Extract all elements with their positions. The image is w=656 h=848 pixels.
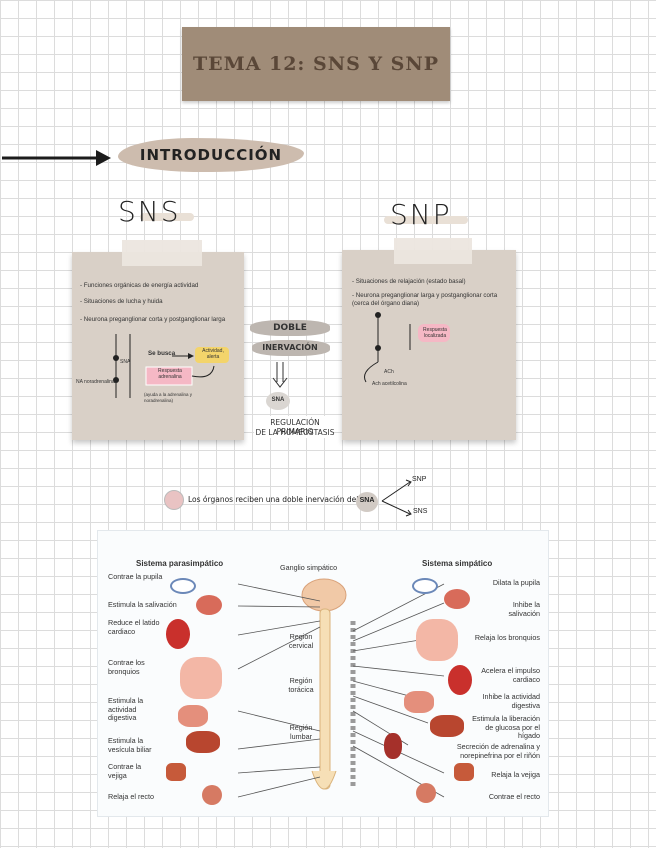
regulacion-box: [254, 416, 334, 438]
sns-card: - Funciones orgánicas de energía activid…: [72, 240, 244, 440]
snp-note-2: - Neurona preganglionar larga y postgang…: [352, 292, 498, 307]
bladder-icon: [166, 763, 186, 781]
right-label-bronquios: Relaja los bronquios: [474, 633, 540, 642]
right-label-glucosa: Estimula la liberación de glucosa por el…: [472, 714, 540, 740]
left-label-pupila: Contrae la pupila: [108, 572, 163, 581]
rectum-icon: [202, 785, 222, 805]
liver-icon: [186, 731, 220, 753]
kidney-icon: [384, 733, 402, 759]
eye-icon-right: [412, 578, 438, 594]
sns-target: Actividad, alerta: [202, 348, 224, 360]
region-lumbar: Región lumbar: [289, 723, 313, 741]
double-arrow-down-icon: [272, 362, 288, 388]
organs-sns: SNS: [413, 508, 428, 515]
figure-left-title: Sistema parasimpático: [136, 559, 224, 568]
right-label-recto: Contrae el recto: [488, 792, 540, 801]
sns-response: Respuesta adrenalina: [158, 368, 182, 380]
salivary-gland-icon-right: [444, 589, 470, 609]
left-label-bronquios: Contrae los bronquios: [108, 658, 145, 676]
sns-ref-left: NA noradrenalina: [76, 379, 115, 385]
region-cervical: Región cervical: [288, 632, 314, 650]
lungs-icon: [180, 657, 222, 699]
organs-sna: SNA: [359, 497, 375, 504]
page-title: TEMA 12: SNS Y SNP: [192, 53, 440, 75]
sns-card-tape: [122, 240, 202, 266]
ans-figure: Sistema parasimpático Sistema simpático …: [97, 530, 549, 817]
right-label-salivacion: Inhibe la salivación: [508, 600, 540, 618]
stomach-icon-right: [404, 691, 434, 713]
sns-se-busca: Se busca: [148, 350, 176, 357]
snp-response: Respuesta localizada: [423, 327, 447, 339]
organs-text: Los órganos reciben una doble inervación…: [188, 495, 359, 504]
stomach-icon: [178, 705, 208, 727]
figure-right-title: Sistema simpático: [422, 559, 493, 568]
right-label-digestiva: Inhibe la actividad digestiva: [482, 692, 540, 710]
left-label-recto: Relaja el recto: [108, 792, 154, 801]
intro-brush: [118, 138, 304, 172]
snp-card-tape: [394, 238, 472, 264]
right-label-pupila: Dilata la pupila: [492, 578, 540, 587]
left-label-digestiva: Estimula la actividad digestiva: [108, 696, 144, 722]
spine-diagram: [237, 578, 445, 798]
heart-icon: [166, 619, 190, 649]
rectum-icon-right: [416, 783, 436, 803]
intro-label: INTRODUCCIÓN: [139, 146, 283, 164]
bullet-circle: [164, 490, 184, 510]
split-arrow-icon: [381, 479, 412, 517]
sna-circle-label: SNA: [271, 397, 285, 403]
inervacion-label: INERVACIÓN: [262, 343, 318, 352]
left-label-vejiga: Contrae la vejiga: [108, 762, 142, 780]
right-label-cardiaco: Acelera el impulso cardiaco: [481, 666, 540, 684]
right-label-adrenalina: Secreción de adrenalina y norepinefrina …: [456, 742, 540, 760]
regulacion-line1: REGULACIÓN PRIMARIO: [270, 418, 320, 436]
sns-gang: SNA: [120, 359, 131, 365]
sns-neuron-diagram: [113, 334, 229, 398]
bladder-icon-right: [454, 763, 474, 781]
doble-label: DOBLE: [273, 323, 307, 333]
right-label-vejiga: Relaja la vejiga: [491, 770, 540, 779]
snp-left: ACh: [384, 369, 394, 375]
left-label-cardiaco: Reduce el latido cardiaco: [108, 618, 160, 636]
regulacion-line2: DE LA HOMEOSTASIS: [255, 428, 335, 437]
snp-heading-highlight: [384, 216, 468, 224]
sns-note-3: - Neurona preganglionar corta y postgang…: [80, 316, 226, 323]
liver-icon-right: [430, 715, 464, 737]
lungs-icon-right: [416, 619, 458, 661]
sna-badge-bg: [356, 492, 378, 512]
doble-brush: [250, 320, 330, 336]
sns-heading: SNS: [118, 195, 181, 228]
snp-heading: SNP: [390, 198, 452, 231]
salivary-gland-icon: [196, 595, 222, 615]
region-toracica: Región torácica: [288, 676, 314, 694]
inervacion-brush: [252, 340, 330, 356]
organs-snp: SNP: [412, 476, 427, 483]
left-label-vesicula: Estimula la vesícula biliar: [108, 736, 152, 754]
sns-foot: (ayuda a la adrenalina y noradrenalina): [144, 392, 193, 403]
snp-neuron-diagram: [364, 312, 450, 383]
sna-circle: [266, 392, 290, 410]
sns-note-1: - Funciones orgánicas de energía activid…: [80, 282, 199, 289]
sns-note-2: - Situaciones de lucha y huida: [80, 298, 163, 305]
figure-ganglio: Ganglio simpático: [280, 563, 338, 572]
sns-heading-highlight: [140, 213, 194, 221]
snp-card: - Situaciones de relajación (estado basa…: [342, 238, 516, 440]
title-banner: TEMA 12: SNS Y SNP: [182, 27, 450, 101]
snp-bottom: Ach acetilcolina: [372, 381, 407, 387]
left-label-salivacion: Estimula la salivación: [108, 600, 177, 609]
eye-icon: [170, 578, 196, 594]
heart-icon-right: [448, 665, 472, 695]
snp-note-1: - Situaciones de relajación (estado basa…: [352, 278, 466, 285]
arrow-right-icon: [2, 150, 111, 166]
